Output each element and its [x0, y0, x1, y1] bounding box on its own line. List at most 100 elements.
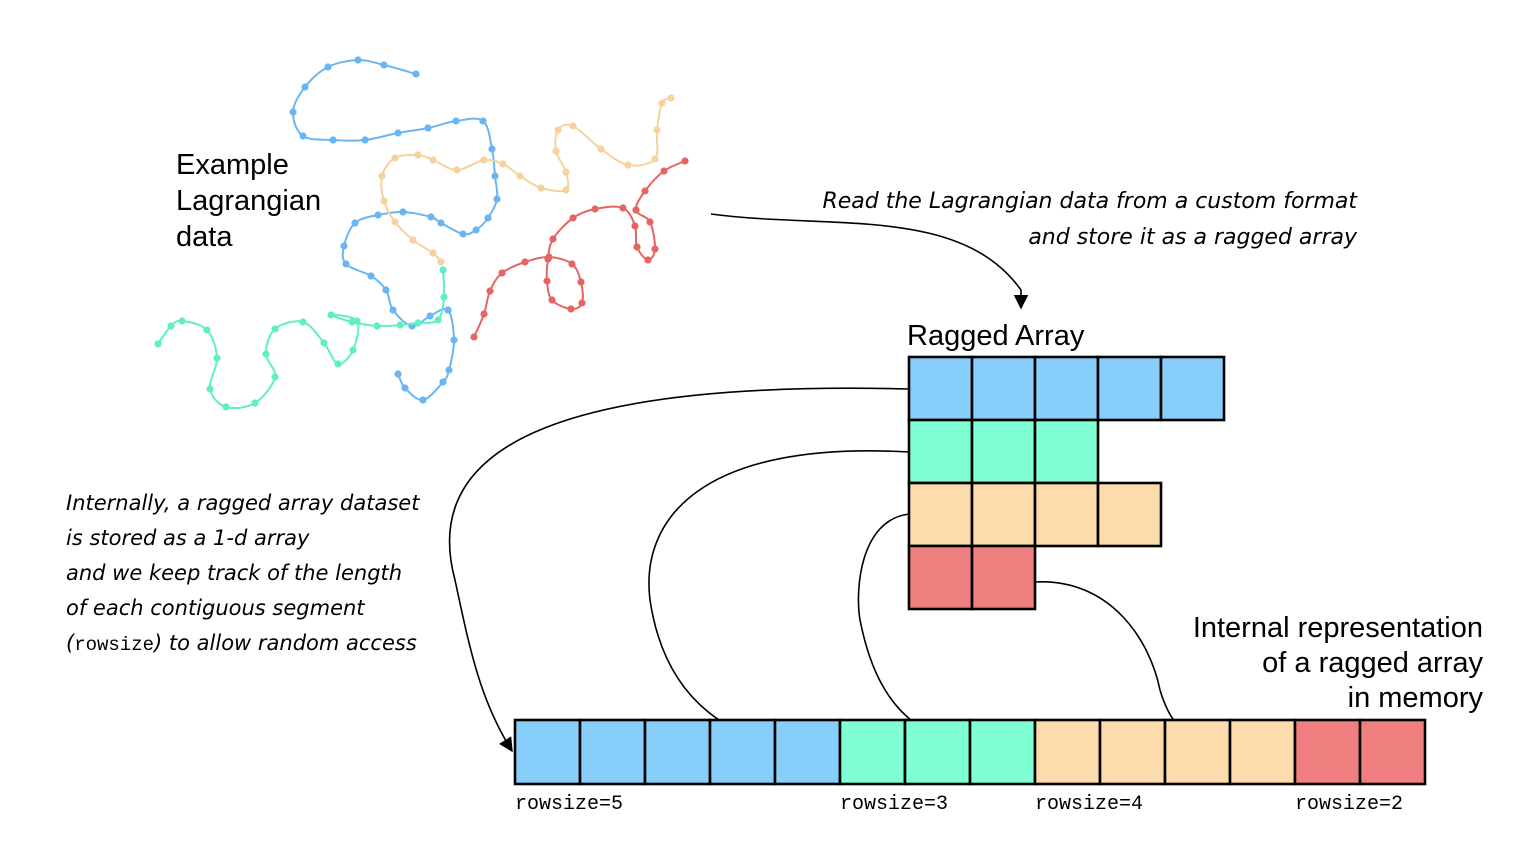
- trajectory-red: [470, 157, 689, 341]
- ragged-cell-row-3: [1096, 481, 1163, 548]
- trajectory-point: [578, 299, 586, 307]
- memory-1d-array: [513, 718, 1427, 786]
- trajectory-point: [154, 340, 162, 348]
- trajectory-point: [289, 108, 297, 116]
- trajectory-point: [552, 147, 560, 155]
- ragged-cell-row-2: [1033, 418, 1100, 485]
- ragged-cell-row-1: [907, 355, 974, 422]
- trajectory-point: [641, 187, 649, 195]
- trajectory-point: [548, 296, 556, 304]
- ragged-cell-row-3: [907, 481, 974, 548]
- trajectory-point: [324, 63, 332, 71]
- internal-note-line-1: Internally, a ragged array dataset: [66, 491, 420, 515]
- trajectory-point: [429, 249, 437, 257]
- trajectory-point: [479, 117, 487, 125]
- memory-cell-segment-1: [773, 718, 842, 786]
- trajectory-point: [429, 156, 437, 164]
- ragged-cell-row-3: [970, 481, 1037, 548]
- trajectory-point: [419, 396, 427, 404]
- trajectory-point: [633, 243, 641, 251]
- trajectory-point: [213, 354, 221, 362]
- trajectory-point: [354, 56, 362, 64]
- rowsize-label: rowsize=2: [1295, 793, 1403, 816]
- trajectory-point: [320, 339, 328, 347]
- trajectory-point: [437, 219, 445, 227]
- read-note: Read the Lagrangian data from a custom f…: [822, 189, 1358, 250]
- trajectory-point: [658, 99, 666, 107]
- trajectory-point: [401, 384, 409, 392]
- trajectory-point: [651, 245, 659, 253]
- trajectory-point: [569, 122, 577, 130]
- trajectory-point: [452, 117, 460, 125]
- trajectory-point: [167, 322, 175, 330]
- trajectory-point: [632, 206, 640, 214]
- internal-note-code: rowsize: [74, 634, 154, 656]
- trajectory-point: [562, 168, 570, 176]
- read-note-line-1: Read the Lagrangian data from a custom f…: [822, 189, 1358, 214]
- trajectory-point: [271, 325, 279, 333]
- memory-cell-segment-3: [1033, 718, 1102, 786]
- memory-cell-segment-3: [1098, 718, 1167, 786]
- trajectory-point: [361, 136, 369, 144]
- trajectory-green: [154, 266, 448, 411]
- trajectory-point: [427, 213, 435, 221]
- trajectory-point: [484, 214, 492, 222]
- trajectory-path: [291, 58, 499, 402]
- trajectory-point: [577, 278, 585, 286]
- trajectory-point: [562, 186, 570, 194]
- example-label-line-2: Lagrangian: [176, 185, 321, 217]
- trajectory-point: [391, 154, 399, 162]
- trajectory-path: [157, 269, 446, 410]
- example-lagrangian-label: Example Lagrangian data: [176, 149, 321, 253]
- trajectory-point: [653, 126, 661, 134]
- connector-row-1: [448, 387, 910, 753]
- trajectory-point: [271, 373, 279, 381]
- trajectory-point: [391, 218, 399, 226]
- internal-note-line-4: of each contiguous segment: [66, 596, 365, 620]
- ragged-cell-row-1: [1096, 355, 1163, 422]
- memory-cell-segment-1: [578, 718, 647, 786]
- trajectory-point: [378, 172, 386, 180]
- memory-label-line-1: Internal representation: [1193, 612, 1483, 644]
- trajectory-point: [399, 208, 407, 216]
- trajectory-point: [537, 184, 545, 192]
- trajectory-point: [543, 277, 551, 285]
- internal-note-line-5: (rowsize) to allow random access: [66, 631, 417, 656]
- trajectory-point: [380, 197, 388, 205]
- trajectory-point: [437, 258, 445, 266]
- trajectory-orange: [378, 94, 675, 266]
- trajectory-point: [651, 155, 659, 163]
- trajectory-point: [412, 70, 420, 78]
- ragged-cell-row-2: [970, 418, 1037, 485]
- trajectory-point: [480, 310, 488, 318]
- trajectory-point: [440, 293, 448, 301]
- example-label-line-1: Example: [176, 149, 289, 181]
- trajectory-point: [396, 321, 404, 329]
- trajectory-point: [178, 317, 186, 325]
- trajectory-point: [351, 219, 359, 227]
- trajectory-point: [434, 316, 442, 324]
- trajectory-blue: [289, 56, 501, 404]
- internal-note-line-2: is stored as a 1-d array: [66, 526, 310, 550]
- memory-cell-segment-1: [643, 718, 712, 786]
- trajectory-point: [568, 260, 576, 268]
- ragged-cell-row-4: [907, 544, 974, 611]
- trajectory-point: [631, 222, 639, 230]
- memory-cell-segment-3: [1163, 718, 1232, 786]
- trajectory-point: [340, 242, 348, 250]
- trajectory-point: [349, 346, 357, 354]
- memory-cell-segment-2: [838, 718, 907, 786]
- trajectory-point: [424, 124, 432, 132]
- ragged-cell-row-3: [1033, 481, 1100, 548]
- trajectory-point: [597, 145, 605, 153]
- trajectory-point: [480, 156, 488, 164]
- ragged-cell-row-2: [907, 418, 974, 485]
- trajectory-point: [251, 399, 259, 407]
- trajectory-point: [382, 286, 390, 294]
- trajectory-point: [444, 306, 452, 314]
- trajectory-point: [394, 129, 402, 137]
- trajectory-point: [203, 326, 211, 334]
- connector-row-2: [648, 450, 910, 759]
